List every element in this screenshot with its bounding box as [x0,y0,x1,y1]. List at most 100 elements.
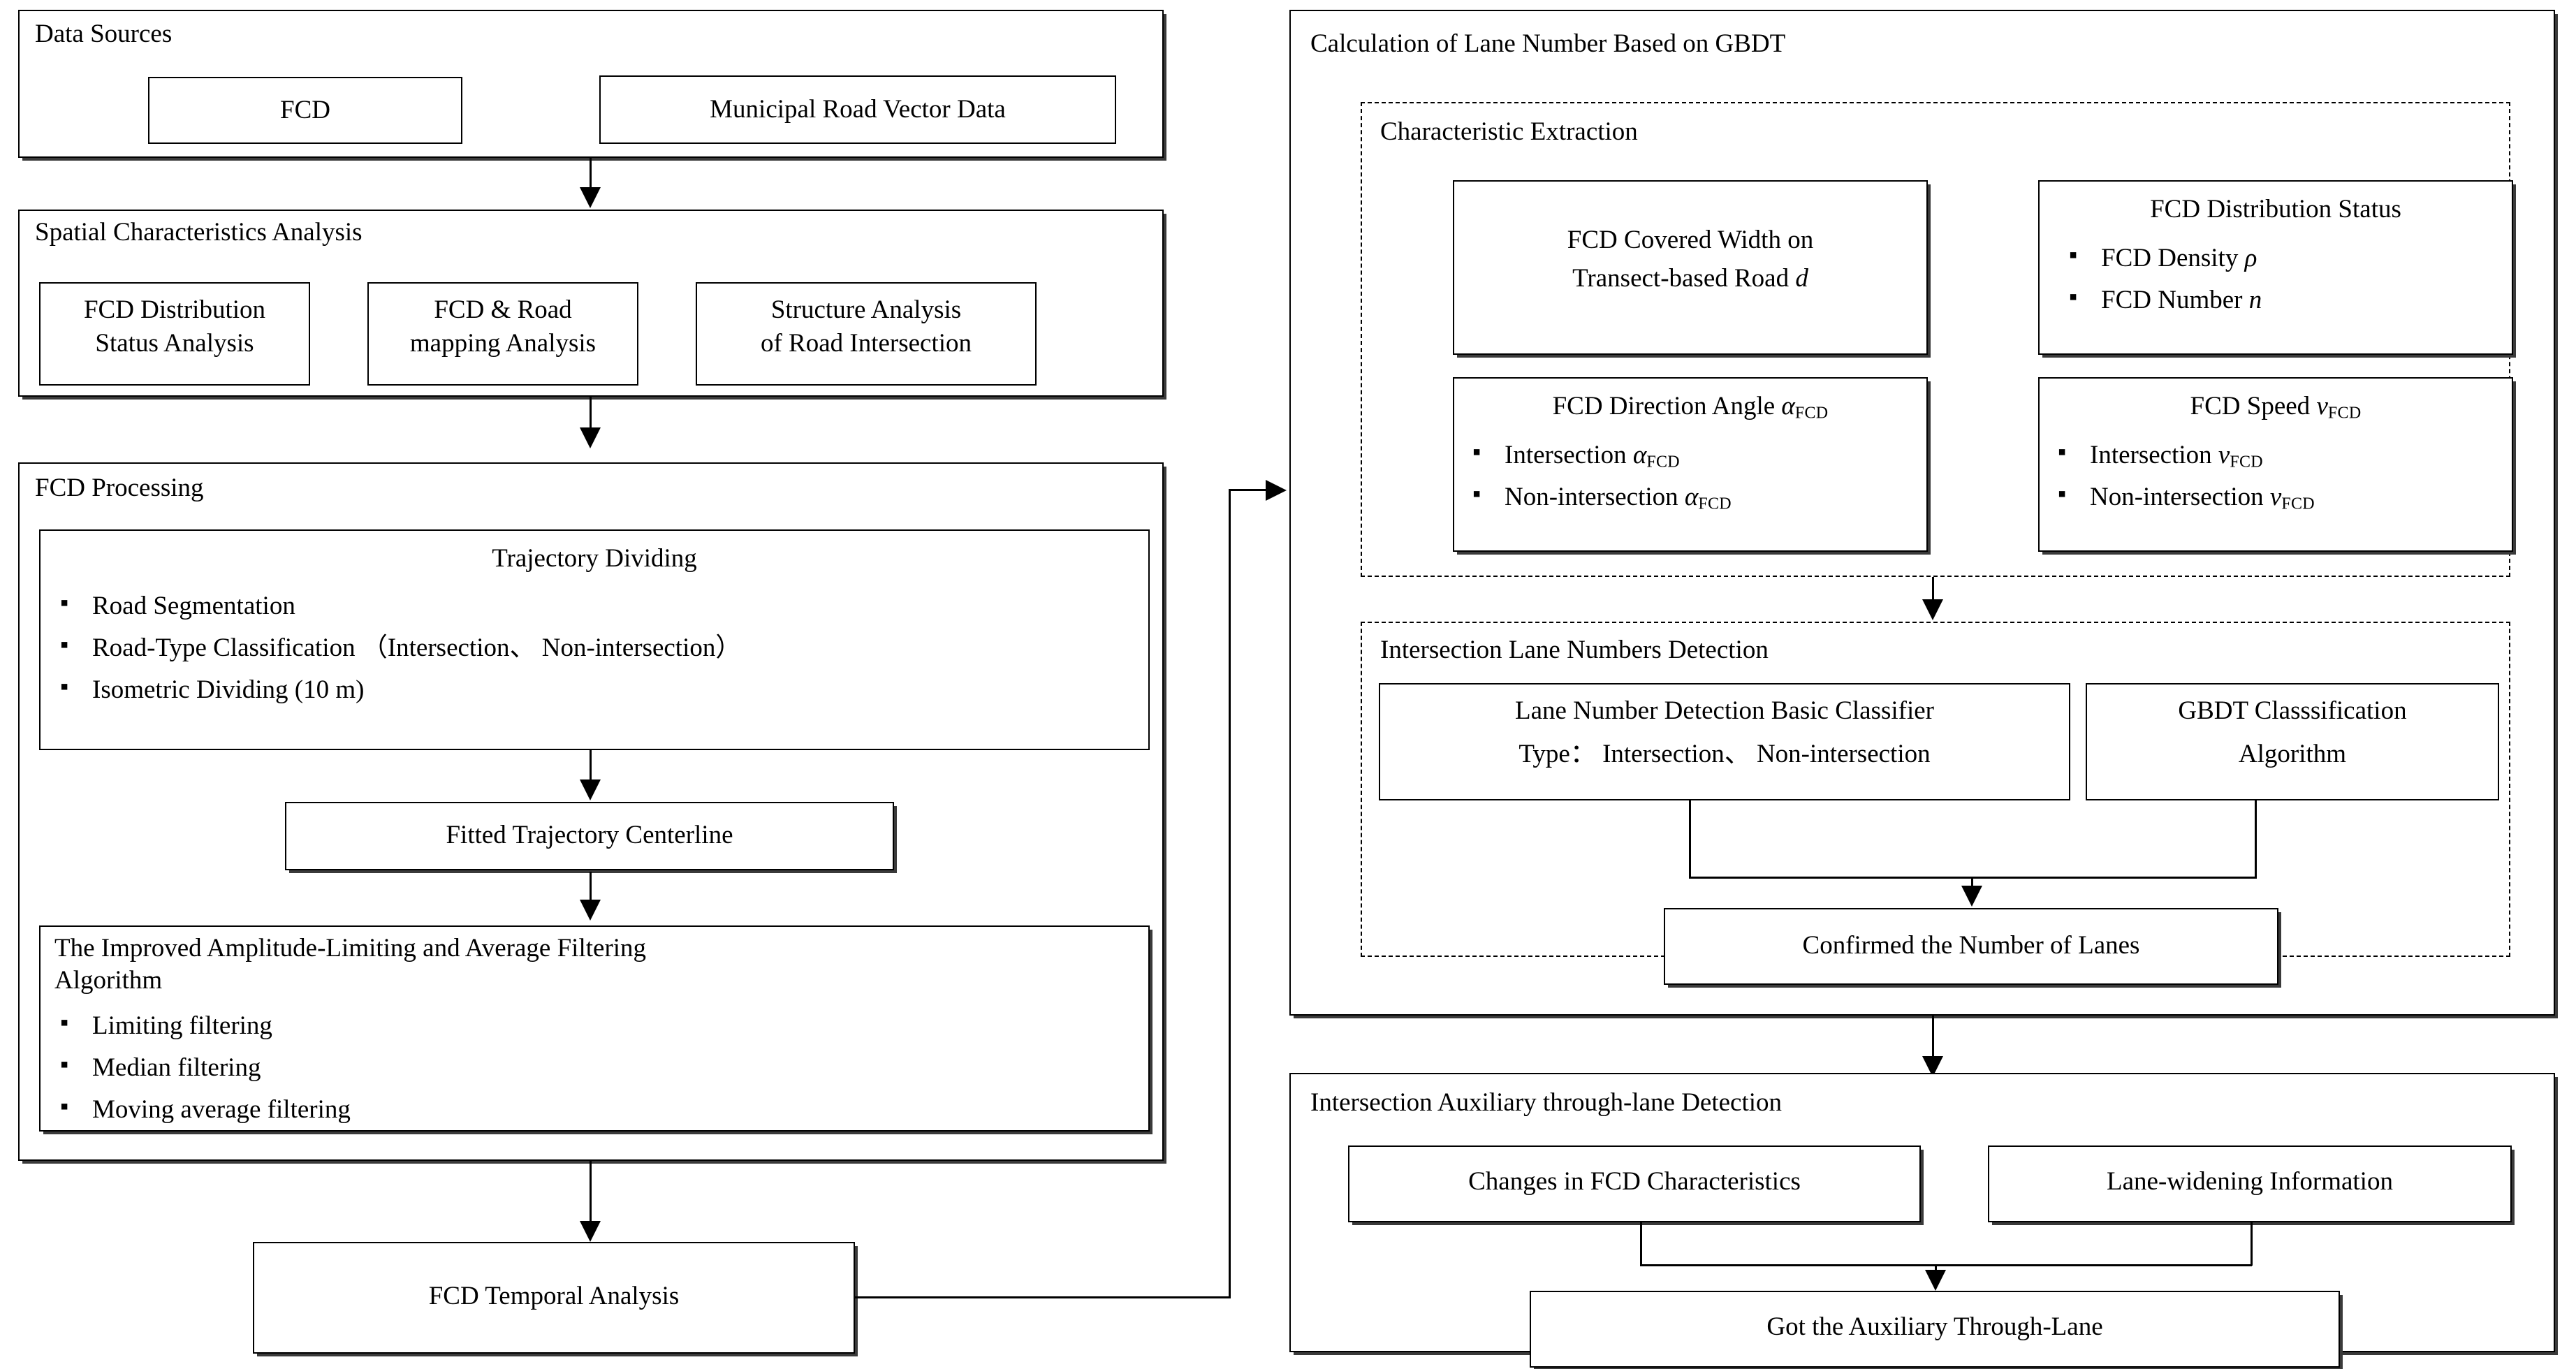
box-fcd-distribution-status-analysis: FCD Distribution Status Analysis [39,282,310,386]
box-fcd-covered-width: FCD Covered Width on Transect-based Road… [1453,180,1928,355]
fcd-distribution-status-title: FCD Distribution Status [2150,195,2401,224]
arrow-processing-to-temporal [580,1221,601,1242]
fcd-distribution-line2: Status Analysis [95,329,254,358]
fcd-number-label: FCD Number [2101,285,2249,314]
fcd-distribution-line1: FCD Distribution [83,295,266,324]
speed-intersection-label: Intersection [2090,441,2218,469]
box-fitted-trajectory-centerline: Fitted Trajectory Centerline [285,802,894,870]
subscript-fcd: FCD [1698,495,1732,513]
box-got-auxiliary-through-lane: Got the Auxiliary Through-Lane [1530,1291,2340,1368]
connector-processing-to-temporal [590,1161,592,1229]
arrow-charext-to-lanedetect [1922,599,1943,620]
box-improved-filtering-algorithm: The Improved Amplitude-Limiting and Aver… [39,925,1150,1132]
fcd-processing-title: FCD Processing [35,474,204,502]
filtering-title-line2: Algorithm [54,966,163,995]
box-lane-number-detection-basic-classifier: Lane Number Detection Basic Classifier T… [1379,683,2070,800]
list-item: Intersection αFCD [1467,433,1732,476]
box-municipal-label: Municipal Road Vector Data [710,95,1006,124]
fcd-speed-title-text: FCD Speed [2190,392,2317,420]
connector-aux-merge-horizontal [1640,1264,2252,1266]
fcd-speed-list: Intersection vFCD Non-intersection vFCD [2052,433,2315,518]
fcd-direction-angle-title-text: FCD Direction Angle [1552,392,1782,420]
connector-gbdtpanel-to-auxpanel [1932,1016,1934,1077]
list-item: Moving average filtering [54,1088,351,1131]
connector-gbdt-down [2255,800,2257,877]
fcd-road-mapping-line1: FCD & Road [434,295,572,324]
box-lane-widening-information: Lane-widening Information [1988,1145,2512,1222]
angle-nonintersection-label: Non-intersection [1505,482,1685,511]
box-fcd: FCD [148,77,462,144]
subscript-fcd: FCD [1794,404,1829,423]
box-gbdt-classification-algorithm: GBDT Classsification Algorithm [2086,683,2499,800]
list-item: Limiting filtering [54,1004,351,1047]
subscript-fcd: FCD [2230,453,2263,471]
lane-numbers-detection-title: Intersection Lane Numbers Detection [1380,636,1769,664]
gbdt-algorithm-line1: GBDT Classsification [2178,696,2407,725]
subscript-fcd: FCD [1646,453,1680,471]
list-item: Non-intersection vFCD [2052,475,2315,518]
lane-widening-label: Lane-widening Information [2107,1167,2393,1196]
data-sources-title: Data Sources [35,20,173,48]
list-item: Intersection vFCD [2052,433,2315,476]
connector-changes-down [1640,1222,1642,1266]
connector-datasources-to-spatial [590,158,592,193]
connector-centerline-to-filtering [590,872,592,905]
connector-charext-to-lanedetect [1932,577,1934,606]
list-item: Road-Type Classification （Intersection、 … [54,626,741,669]
variable-v: v [2316,392,2328,420]
confirmed-lanes-label: Confirmed the Number of Lanes [1802,931,2140,960]
fcd-distribution-status-list: FCD Density ρ FCD Number n [2063,236,2262,321]
box-municipal-road-vector-data: Municipal Road Vector Data [599,75,1116,144]
connector-temporal-into-gbdt [1229,489,1272,491]
arrow-centerline-to-filtering [580,900,601,921]
box-structure-analysis-road-intersection: Structure Analysis of Road Intersection [696,282,1037,386]
basic-classifier-line2: Type： Intersection、 Non-intersection [1518,740,1931,768]
box-fcd-road-mapping-analysis: FCD & Road mapping Analysis [367,282,638,386]
connector-classifier-down [1689,800,1691,877]
connector-temporal-up-segment [1229,489,1231,1298]
list-item: Road Segmentation [54,584,741,627]
arrow-aux-merge-to-result [1925,1270,1946,1291]
filtering-title-line1: The Improved Amplitude-Limiting and Aver… [54,934,647,962]
list-item: Isometric Dividing (10 m) [54,668,741,711]
trajectory-dividing-title: Trajectory Dividing [492,544,697,573]
variable-n: n [2248,285,2262,314]
speed-nonintersection-label: Non-intersection [2090,482,2270,511]
variable-rho: ρ [2244,244,2257,272]
variable-d: d [1795,264,1808,293]
fcd-speed-title: FCD Speed vFCD [2040,391,2512,423]
variable-v: v [2218,441,2230,469]
box-trajectory-dividing: Trajectory Dividing Road Segmentation Ro… [39,529,1150,750]
fcd-direction-angle-list: Intersection αFCD Non-intersection αFCD [1467,433,1732,518]
basic-classifier-line1: Lane Number Detection Basic Classifier [1514,696,1935,725]
fcd-covered-width-line2: Transect-based Road d [1454,263,1926,294]
auxiliary-panel-title: Intersection Auxiliary through-lane Dete… [1310,1088,1783,1117]
list-item: Median filtering [54,1046,351,1089]
trajectory-dividing-list: Road Segmentation Road-Type Classificati… [54,584,741,711]
connector-trajectory-to-centerline [590,750,592,785]
connector-widening-down [2251,1222,2253,1266]
box-fcd-distribution-status: FCD Distribution Status FCD Density ρ FC… [2038,180,2513,355]
arrow-merge-to-confirmed [1961,886,1982,907]
filtering-list: Limiting filtering Median filtering Movi… [54,1004,351,1131]
box-fcd-speed: FCD Speed vFCD Intersection vFCD Non-int… [2038,377,2513,552]
fcd-density-label: FCD Density [2101,244,2245,272]
list-item: FCD Number n [2063,278,2262,321]
box-confirmed-number-of-lanes: Confirmed the Number of Lanes [1664,908,2278,985]
fcd-direction-angle-title: FCD Direction Angle αFCD [1454,391,1926,423]
variable-alpha: α [1632,441,1647,469]
changes-fcd-label: Changes in FCD Characteristics [1468,1167,1801,1196]
connector-temporal-right-segment [855,1296,1231,1298]
subscript-fcd: FCD [2327,404,2362,423]
box-fcd-label: FCD [280,96,330,124]
structure-analysis-line2: of Road Intersection [760,329,972,358]
arrow-temporal-to-gbdt [1266,480,1287,501]
arrow-trajectory-to-centerline [580,779,601,800]
variable-v: v [2269,482,2282,511]
box-fcd-temporal-analysis: FCD Temporal Analysis [253,1242,855,1354]
fcd-temporal-analysis-label: FCD Temporal Analysis [428,1282,680,1310]
fcd-road-mapping-line2: mapping Analysis [409,329,597,358]
gbdt-algorithm-line2: Algorithm [2238,740,2347,768]
box-fcd-direction-angle: FCD Direction Angle αFCD Intersection αF… [1453,377,1928,552]
structure-analysis-line1: Structure Analysis [770,295,962,324]
